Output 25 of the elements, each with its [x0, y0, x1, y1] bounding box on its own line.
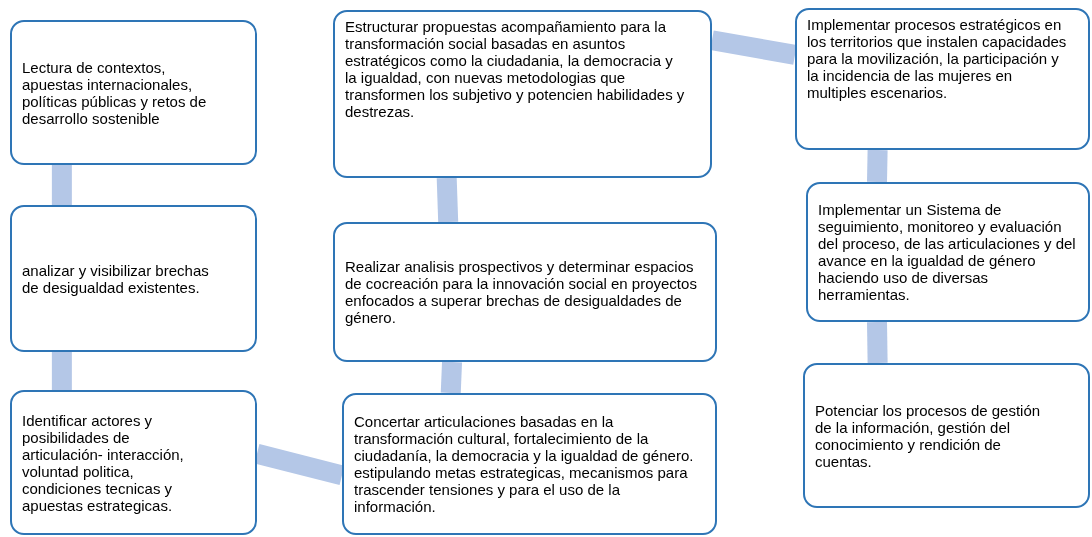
- connector-bar: [710, 30, 797, 65]
- box-text: Concertar articulaciones basadas en la transformación cultural, fortalecimiento de la ciudadanía, la democracia y la igualdad de género. estipulando metas estrategicas, mecanismos para trascender tensiones y para el uso de la información.: [354, 413, 695, 515]
- box-text: Estructurar propuestas acompañamiento para la transformación social basadas en asuntos estratégicos como la ciudadania, la democracia y la igualdad, con nuevas metodologias que transformen los subjetivo y potencien habilidades y destrezas.: [345, 18, 685, 120]
- process-box: [795, 8, 1090, 150]
- process-box: [10, 20, 257, 165]
- process-box: [333, 222, 717, 362]
- process-box: [10, 205, 257, 352]
- connector-bar: [867, 321, 888, 364]
- connector-bar: [440, 361, 463, 394]
- box-text: Implementar un Sistema de seguimiento, monitoreo y evaluación del proceso, de las articulaciones y del avance en la igualdad de género haciendo uso de diversas herramientas.: [818, 201, 1077, 303]
- process-box: [333, 10, 712, 178]
- connector-bar: [51, 165, 72, 205]
- box-text: Lectura de contextos, apuestas internacionales, políticas públicas y retos de desarrollo sostenible: [22, 58, 208, 127]
- box-text: Implementar procesos estratégicos en los territorios que instalen capacidades para la movilización, la participación y la incidencia de las mujeres en multiples escenarios.: [807, 16, 1068, 101]
- box-text: Identificar actores y posibilidades de articulación- interacción, voluntad politica, condiciones tecnicas y apuestas estrategicas.: [22, 411, 185, 514]
- process-box: [342, 393, 717, 535]
- process-box: [803, 363, 1090, 508]
- box-text: Realizar analisis prospectivos y determinar espacios de cocreación para la innovación social en proyectos enfocados a superar brechas de desigualdades de género.: [345, 258, 698, 326]
- process-box: [10, 390, 257, 535]
- box-text: analizar y visibilizar brechas de desigualdad existentes.: [22, 261, 210, 296]
- process-box: [806, 182, 1090, 322]
- connector-bar: [436, 177, 459, 223]
- box-text: Potenciar los procesos de gestión de la información, gestión del conocimiento y rendición de cuentas.: [815, 401, 1042, 470]
- connector-bar: [867, 149, 888, 183]
- connector-bar: [51, 352, 72, 390]
